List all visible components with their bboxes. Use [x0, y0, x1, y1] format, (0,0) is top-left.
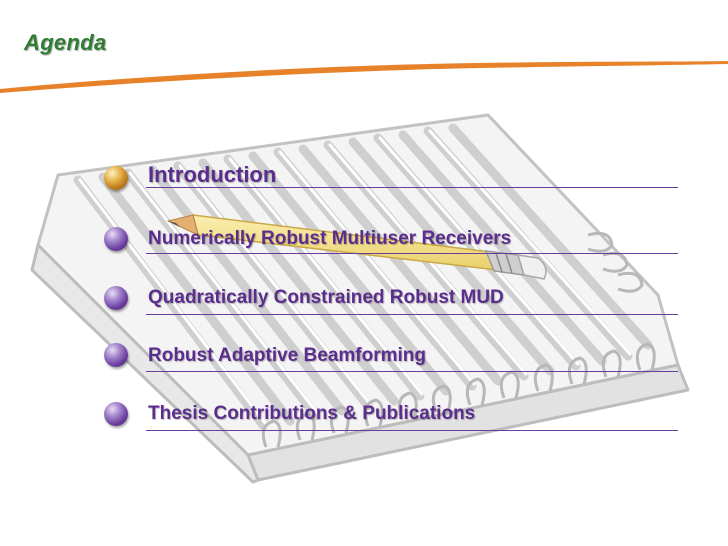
agenda-item-numerically-robust[interactable]: Numerically Robust Multiuser Receivers: [102, 224, 682, 264]
agenda-item-label: Quadratically Constrained Robust MUD: [148, 287, 504, 308]
purple-sphere-icon: [104, 402, 128, 426]
spiral-notebook-with-pencil-icon: [30, 113, 690, 484]
agenda-item-divider: [146, 430, 678, 431]
agenda-item-divider: [146, 253, 678, 254]
purple-sphere-icon: [104, 286, 128, 310]
agenda-item-thesis-contributions[interactable]: Thesis Contributions & Publications: [102, 400, 682, 440]
title-underline-swoosh: [0, 61, 728, 93]
agenda-item-robust-beamforming[interactable]: Robust Adaptive Beamforming: [102, 342, 682, 382]
notebook-ruled-lines-highlight: [78, 129, 632, 425]
agenda-item-label: Robust Adaptive Beamforming: [148, 345, 426, 366]
gold-sphere-icon: [104, 166, 128, 190]
agenda-item-divider: [146, 314, 678, 315]
purple-sphere-icon: [104, 227, 128, 251]
pencil-icon: [166, 214, 547, 280]
agenda-item-divider: [146, 371, 678, 372]
agenda-item-introduction[interactable]: Introduction: [102, 160, 682, 200]
purple-sphere-icon: [104, 343, 128, 367]
slide-title: Agenda: [24, 30, 107, 55]
agenda-item-label: Introduction: [148, 162, 277, 187]
agenda-item-label: Numerically Robust Multiuser Receivers: [148, 228, 512, 249]
agenda-item-quadratically-constrained[interactable]: Quadratically Constrained Robust MUD: [102, 284, 682, 324]
agenda-item-label: Thesis Contributions & Publications: [148, 403, 476, 424]
agenda-item-divider: [146, 187, 678, 188]
